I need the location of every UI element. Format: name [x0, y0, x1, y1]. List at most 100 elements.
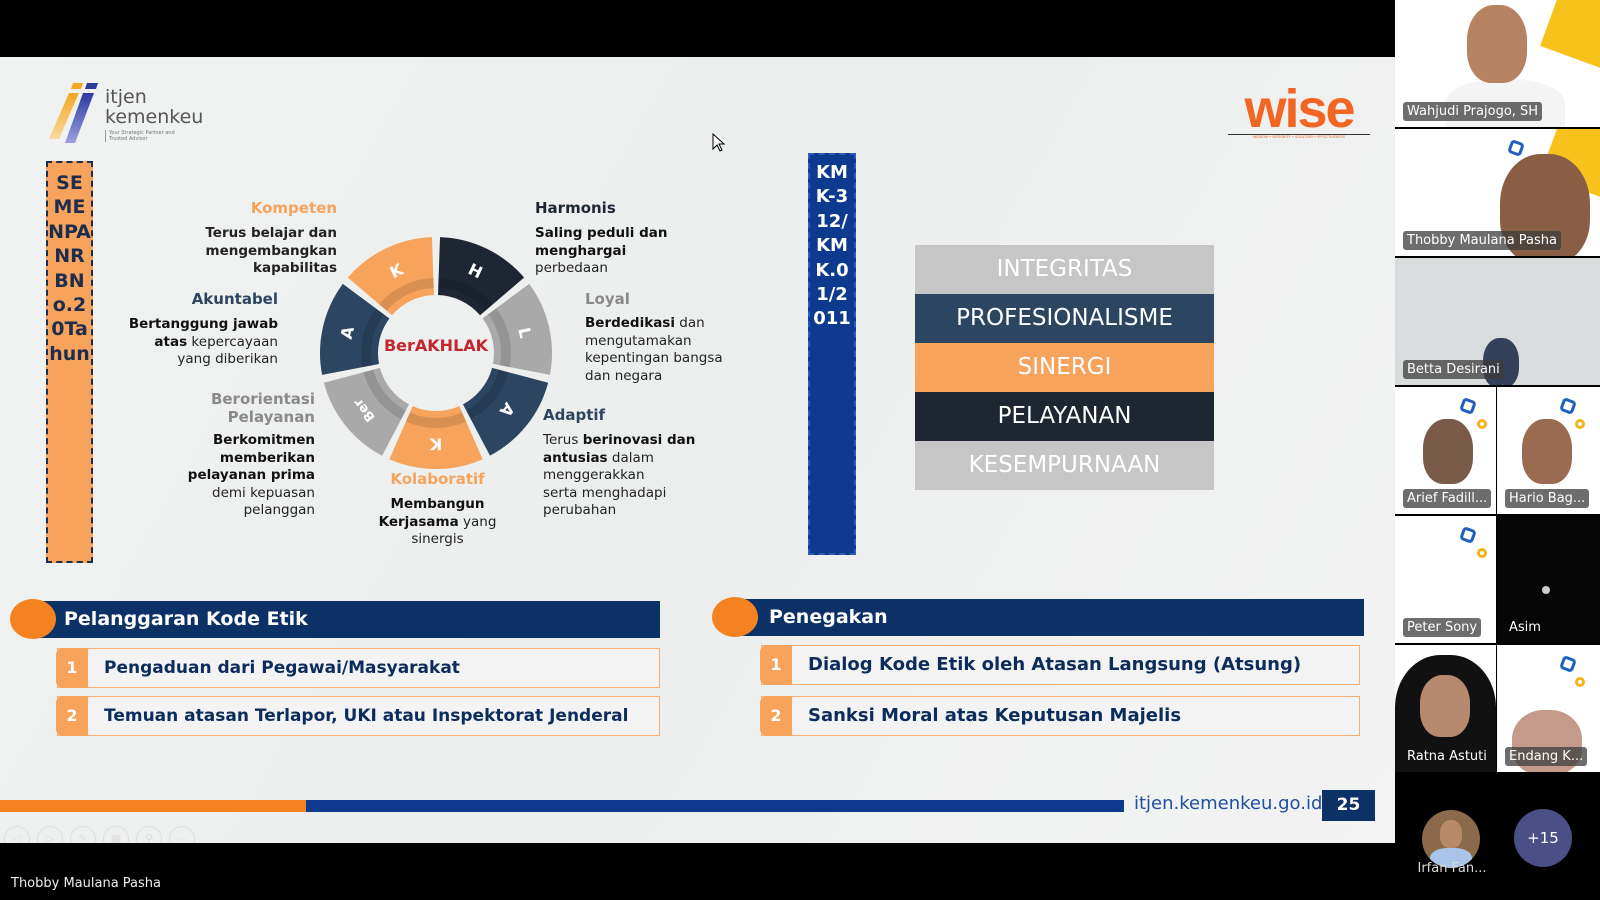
value-desc-line: kapabilitas: [252, 260, 337, 276]
value-kolaboratif: Kolaboratif Membangun Kerjasama yang sin…: [365, 470, 510, 549]
participant-tile[interactable]: Arief Fadill...: [1395, 387, 1496, 514]
value-desc-line: mengembangkan: [205, 242, 337, 259]
value-desc-text: perubahan: [543, 502, 617, 518]
value-desc-text: demi kepuasan: [212, 484, 315, 501]
value-harmonis: Harmonis Saling peduli dan menghargai pe…: [535, 199, 705, 278]
next-slide-button[interactable]: ▷: [37, 826, 63, 843]
value-row-sinergi: SINERGI: [915, 343, 1214, 392]
value-desc-text: kepercayaan: [187, 333, 278, 350]
value-title: Loyal: [585, 290, 630, 308]
participant-name: Arief Fadill...: [1403, 489, 1492, 508]
ring-segment: [462, 367, 549, 456]
participant-name: Wahjudi Prajogo, SH: [1403, 102, 1543, 121]
value-row-profesionalisme: PROFESIONALISME: [915, 294, 1214, 343]
zoom-button[interactable]: ⚲: [136, 826, 162, 843]
value-desc-line: Terus belajar dan: [205, 225, 337, 241]
participant-name: Irfan Fan...: [1417, 861, 1487, 876]
participant-tile[interactable]: Thobby Maulana Pasha: [1395, 129, 1600, 256]
participant-name: Endang K...: [1505, 747, 1588, 766]
item-number: 1: [56, 648, 88, 688]
mouse-cursor-icon: [712, 133, 726, 152]
ring-segment-shade: [363, 369, 406, 420]
participant-name: Ratna Astuti: [1407, 749, 1487, 764]
value-row-pelayanan: PELAYANAN: [915, 392, 1214, 441]
value-desc-bold: pelayanan prima: [187, 467, 315, 483]
participants-panel: Wahjudi Prajogo, SH Thobby Maulana Pasha…: [1395, 0, 1600, 900]
participant-avatar[interactable]: [1422, 810, 1480, 868]
ring-segment: [482, 283, 552, 375]
value-title: Berorientasi: [210, 390, 315, 408]
ring-segment: [347, 237, 434, 316]
footer-url: itjen.kemenkeu.go.id: [1134, 793, 1323, 814]
penegakan-header: Penegakan: [735, 599, 1364, 636]
see-all-slides-button[interactable]: ▦: [103, 826, 129, 843]
presenter-name: Thobby Maulana Pasha: [11, 876, 162, 891]
value-title: Pelayanan: [227, 408, 315, 426]
ring-segment-shade: [488, 308, 511, 368]
participant-tile[interactable]: Asim: [1497, 516, 1600, 643]
ring-segment: [323, 367, 410, 456]
ring-segment-shade: [438, 278, 493, 311]
wise-logo: wise WISDOM • INTEGRITY • SOLUTION • EFF…: [1228, 79, 1370, 143]
value-desc-text: pelanggan: [243, 502, 315, 518]
penegakan-title: Penegakan: [769, 606, 888, 628]
participant-tile[interactable]: Hario Bag...: [1497, 387, 1600, 514]
logo-tagline: Your Strategic Partner and Trusted Advis…: [105, 130, 175, 142]
value-title: Kompeten: [250, 199, 337, 217]
value-desc-bold: Berkomitmen: [213, 432, 315, 448]
participant-tile[interactable]: Endang K...: [1497, 645, 1600, 772]
participant-tile[interactable]: Betta Desirani: [1395, 258, 1600, 385]
footer-bar-orange: [0, 800, 306, 812]
pelanggaran-item: 2 Temuan atasan Terlapor, UKI atau Inspe…: [56, 696, 660, 736]
value-desc-text: sinergis: [411, 531, 464, 547]
value-title: Kolaboratif: [390, 470, 485, 488]
value-desc-bold: Saling peduli dan: [535, 225, 668, 241]
participant-name: Betta Desirani: [1403, 360, 1504, 379]
more-participants-button[interactable]: +15: [1514, 809, 1572, 867]
value-desc-bold: atas: [154, 333, 188, 350]
ring-segment-letter: L: [514, 326, 535, 340]
ring-segment: [389, 406, 483, 469]
value-adaptif: Adaptif Terus berinovasi dan antusias da…: [543, 406, 723, 520]
participant-tile[interactable]: Peter Sony: [1395, 516, 1496, 643]
value-desc-text: menggerakkan: [543, 467, 645, 483]
value-desc-text: dalam: [607, 449, 654, 466]
ring-segment-letter: K: [429, 434, 442, 453]
value-desc-text: Terus: [543, 432, 583, 448]
logo-mark-icon: [49, 83, 98, 143]
previous-slide-button[interactable]: ◁: [4, 826, 30, 843]
value-title: Akuntabel: [191, 290, 278, 308]
value-desc-bold: Bertanggung jawab: [128, 316, 278, 332]
regulation-strip-left: SEMENPANRBNo.20Tahun: [46, 161, 93, 563]
participant-tile[interactable]: Ratna Astuti: [1395, 645, 1496, 772]
item-text: Pengaduan dari Pegawai/Masyarakat: [104, 658, 460, 678]
participant-name: Hario Bag...: [1505, 489, 1590, 508]
ring-segment-shade: [405, 412, 467, 428]
pen-tool-button[interactable]: ✎: [70, 826, 96, 843]
penegakan-item: 2 Sanksi Moral atas Keputusan Majelis: [760, 696, 1360, 736]
item-number: 1: [760, 645, 792, 685]
participant-name: Peter Sony: [1403, 618, 1482, 637]
value-desc-bold: antusias: [543, 449, 608, 466]
participant-tile[interactable]: Wahjudi Prajogo, SH: [1395, 0, 1600, 127]
value-desc-text: yang diberikan: [177, 351, 278, 367]
value-desc-text: dan negara: [585, 367, 663, 384]
item-number: 2: [56, 696, 88, 736]
value-berorientasi-pelayanan: Berorientasi Pelayanan Berkomitmen membe…: [150, 390, 315, 520]
ring-segment-shade: [361, 308, 384, 368]
value-desc-text: kepentingan bangsa: [585, 350, 723, 366]
wise-wordmark: wise: [1244, 79, 1355, 139]
value-desc-text: perbedaan: [535, 260, 608, 276]
pelanggaran-item: 1 Pengaduan dari Pegawai/Masyarakat: [56, 648, 660, 688]
value-desc-text: dan: [674, 315, 705, 331]
value-kompeten: Kompeten Terus belajar dan mengembangkan…: [140, 199, 337, 278]
logo-line1: itjen: [105, 86, 147, 108]
value-desc-bold: Membangun: [390, 496, 485, 512]
orange-bullet-circle: [712, 597, 758, 637]
berakhlak-center-label: BerAKHLAK: [383, 336, 489, 355]
more-options-button[interactable]: ⋯: [169, 826, 195, 843]
page-number: 25: [1322, 790, 1375, 821]
item-text: Sanksi Moral atas Keputusan Majelis: [808, 705, 1182, 726]
value-row-kesempurnaan: KESEMPURNAAN: [915, 441, 1214, 490]
